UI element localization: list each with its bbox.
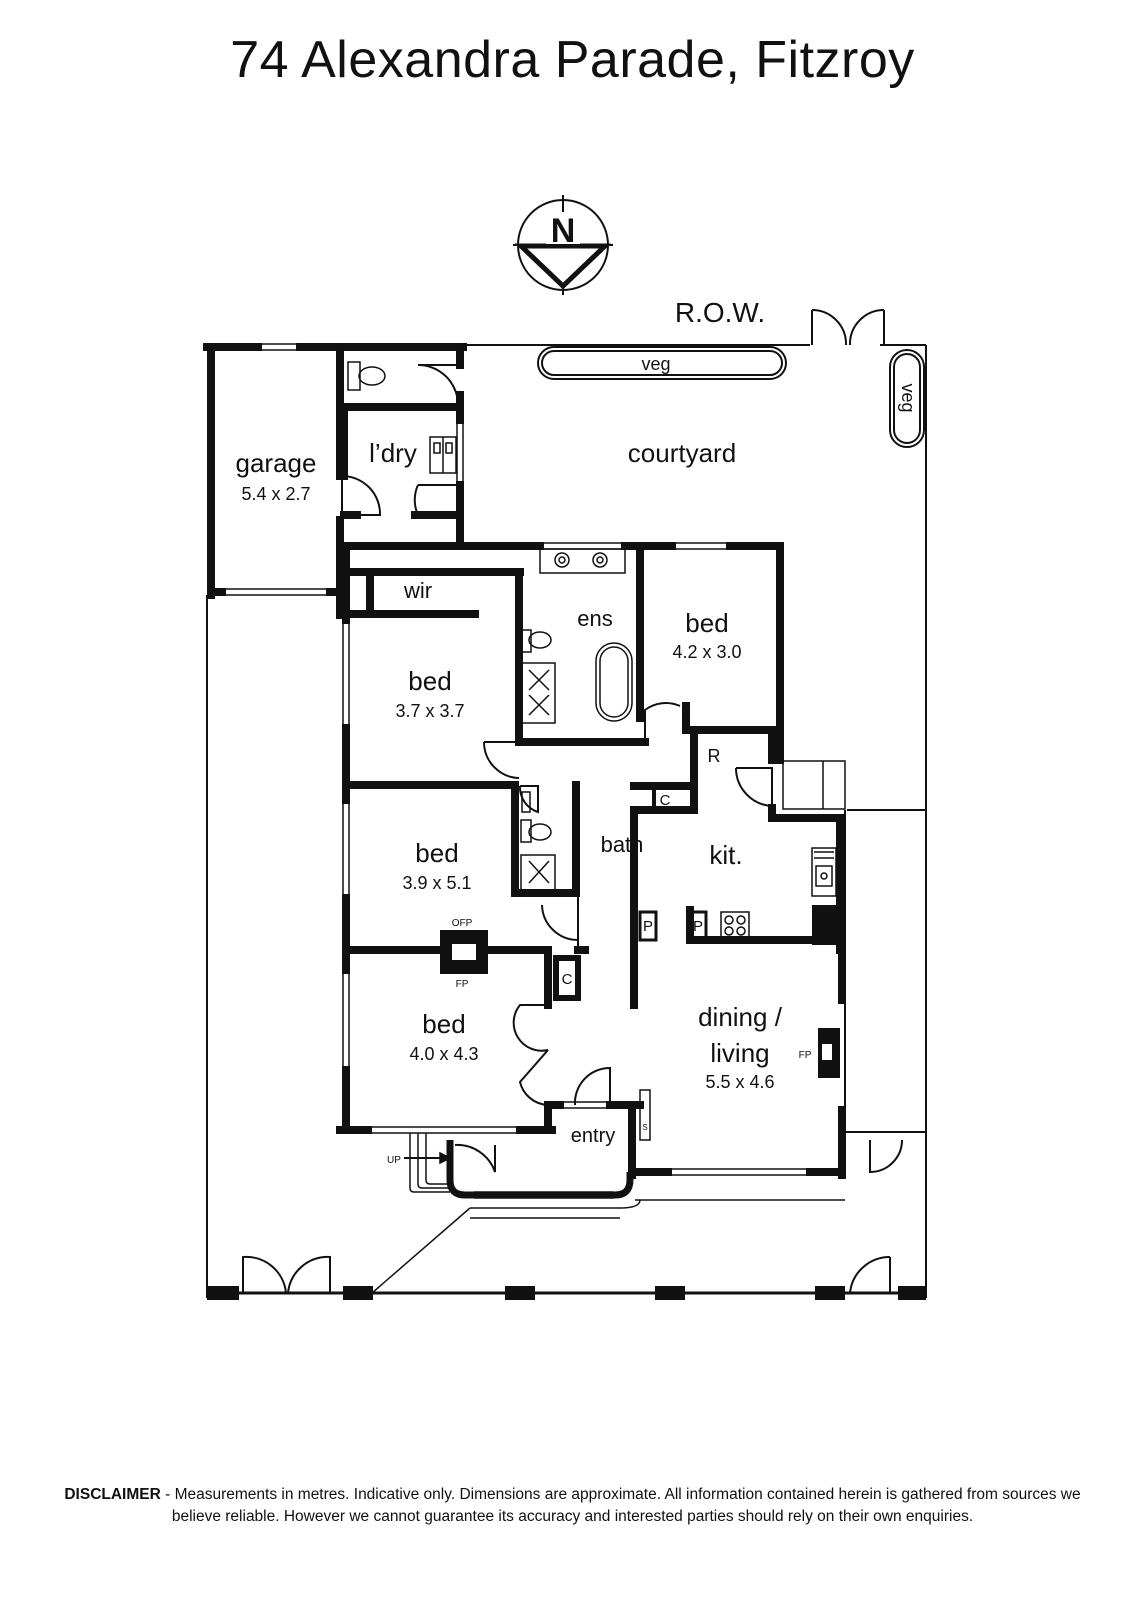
entry-label: entry bbox=[571, 1125, 615, 1147]
ensuite-label: ens bbox=[577, 606, 612, 631]
cupboard-marker-2: C bbox=[562, 971, 573, 988]
bed1-label: bed bbox=[408, 666, 451, 696]
windows bbox=[222, 343, 846, 1199]
disclaimer: DISCLAIMER - Measurements in metres. Ind… bbox=[40, 1484, 1105, 1528]
bed3-label: bed bbox=[415, 838, 458, 868]
cupboards bbox=[553, 784, 708, 1001]
north-arrow-icon: N bbox=[513, 195, 613, 295]
front-fence bbox=[207, 1199, 926, 1300]
gate-top bbox=[811, 309, 885, 346]
dining-label-line2: living bbox=[710, 1038, 769, 1068]
garage-label: garage bbox=[236, 448, 317, 478]
page-title: 74 Alexandra Parade, Fitzroy bbox=[230, 31, 915, 89]
cupboard-marker-1: C bbox=[660, 792, 671, 809]
doors bbox=[341, 364, 903, 1174]
compass-label: N bbox=[551, 212, 576, 250]
disclaimer-text: - Measurements in metres. Indicative onl… bbox=[160, 1486, 1081, 1525]
kitchen-label: kit. bbox=[709, 840, 742, 870]
dining-label-line1: dining / bbox=[698, 1002, 783, 1032]
bed2-label: bed bbox=[685, 608, 728, 638]
walls bbox=[203, 343, 846, 1179]
bath-label: bath bbox=[601, 832, 644, 857]
wir-label: wir bbox=[403, 578, 432, 603]
fixtures bbox=[347, 361, 846, 1141]
bed1-dims: 3.7 x 3.7 bbox=[395, 701, 464, 721]
bed3-dims: 3.9 x 5.1 bbox=[402, 873, 471, 893]
fp-marker-1: FP bbox=[456, 979, 469, 990]
bed4-dims: 4.0 x 4.3 bbox=[409, 1044, 478, 1064]
garage-dims: 5.4 x 2.7 bbox=[241, 484, 310, 504]
entry-steps bbox=[404, 1133, 452, 1193]
veg-beds bbox=[537, 346, 925, 448]
floor-plan: N R.O.W. bbox=[203, 195, 927, 1300]
dining-dims: 5.5 x 4.6 bbox=[705, 1072, 774, 1092]
veg-top-label: veg bbox=[641, 354, 670, 374]
ofp-marker: OFP bbox=[452, 918, 473, 929]
fireplaces bbox=[440, 905, 842, 1078]
up-marker: UP bbox=[387, 1155, 401, 1166]
disclaimer-heading: DISCLAIMER bbox=[64, 1486, 161, 1503]
row-label: R.O.W. bbox=[675, 297, 765, 328]
bed2-dims: 4.2 x 3.0 bbox=[672, 642, 741, 662]
entry-porch-wall bbox=[446, 1140, 634, 1199]
laundry-label: l’dry bbox=[369, 438, 417, 468]
courtyard-label: courtyard bbox=[628, 438, 736, 468]
veg-right-label: veg bbox=[898, 383, 918, 412]
bed4-label: bed bbox=[422, 1009, 465, 1039]
s-marker: S bbox=[642, 1123, 647, 1132]
pantry-marker-2: P bbox=[693, 918, 703, 935]
robe-marker: R bbox=[708, 746, 721, 766]
pantry-marker-1: P bbox=[643, 918, 653, 935]
site-boundary bbox=[206, 344, 927, 1298]
fp-marker-2: FP bbox=[799, 1050, 812, 1061]
